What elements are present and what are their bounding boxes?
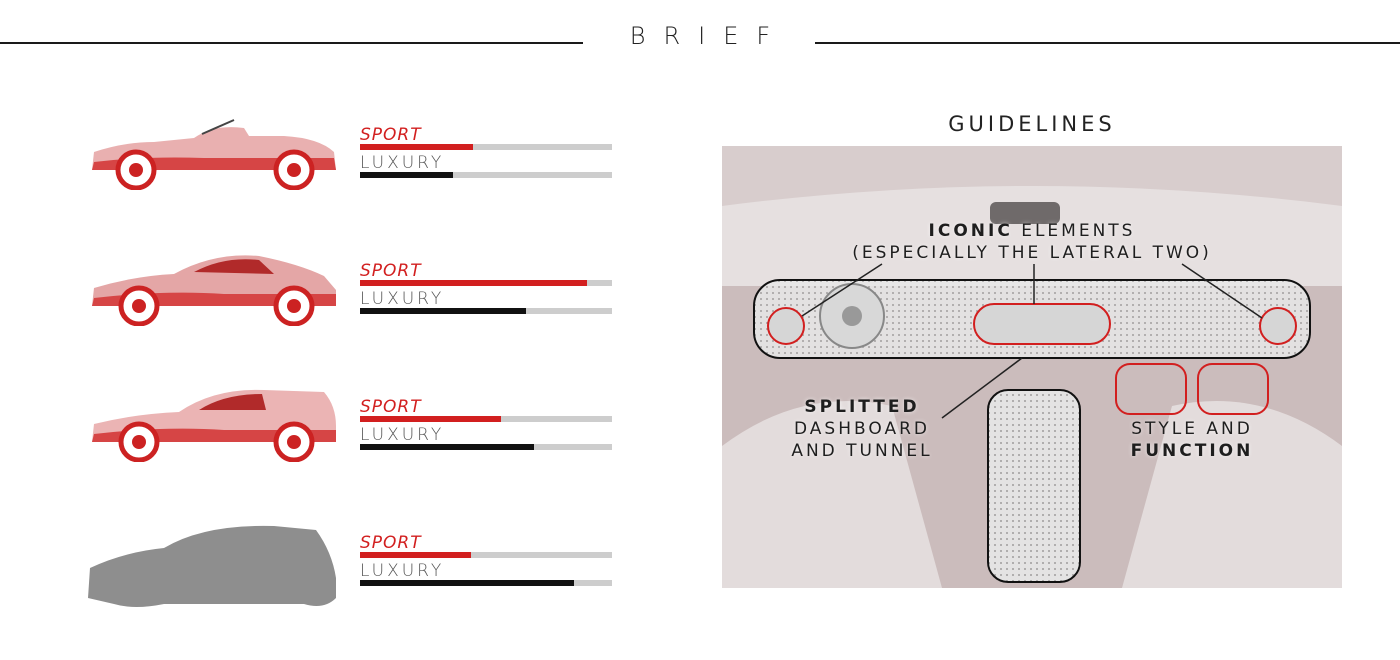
sport-bar <box>360 552 612 558</box>
rating-car-2: SPORT LUXURY <box>360 262 612 314</box>
style-line1: STYLE AND <box>1131 419 1253 439</box>
iconic-line2: (ESPECIALLY THE LATERAL TWO) <box>852 243 1212 263</box>
split-bold: SPLITTED <box>804 397 920 417</box>
sport-label: SPORT <box>360 397 422 417</box>
sport-bar <box>360 144 612 150</box>
rating-car-4: SPORT LUXURY <box>360 534 612 586</box>
iconic-rest: ELEMENTS <box>1012 221 1136 241</box>
luxury-bar <box>360 172 612 178</box>
luxury-label: LUXURY <box>360 153 445 173</box>
bar-fill <box>360 580 575 586</box>
split-line3: AND TUNNEL <box>791 441 933 461</box>
interior-image: ICONIC ELEMENTS (ESPECIALLY THE LATERAL … <box>722 146 1342 588</box>
bar-fill <box>360 172 454 178</box>
iconic-elements-annotation: ICONIC ELEMENTS (ESPECIALLY THE LATERAL … <box>822 220 1242 264</box>
style-function-annotation: STYLE AND FUNCTION <box>1112 418 1272 462</box>
luxury-bar <box>360 580 612 586</box>
header-rule-left <box>0 42 583 44</box>
bar-fill <box>360 444 534 450</box>
luxury-label: LUXURY <box>360 561 445 581</box>
split-line2: DASHBOARD <box>794 419 930 439</box>
bar-fill <box>360 308 527 314</box>
sport-bar <box>360 416 612 422</box>
sport-label: SPORT <box>360 125 422 145</box>
bar-fill <box>360 552 471 558</box>
rating-car-1: SPORT LUXURY <box>360 126 612 178</box>
luxury-bar <box>360 444 612 450</box>
car-convertible-image <box>84 112 344 190</box>
car-silhouette-image <box>84 522 344 610</box>
car-coupe-image <box>84 246 344 326</box>
sport-label: SPORT <box>360 533 422 553</box>
splitted-annotation: SPLITTED DASHBOARD AND TUNNEL <box>772 396 952 462</box>
luxury-label: LUXURY <box>360 425 445 445</box>
sport-bar <box>360 280 612 286</box>
guidelines-title: GUIDELINES <box>948 112 1116 136</box>
car-shooting-brake-image <box>84 382 344 462</box>
bar-fill <box>360 416 502 422</box>
page-title: BRIEF <box>629 22 789 50</box>
sport-label: SPORT <box>360 261 422 281</box>
luxury-bar <box>360 308 612 314</box>
bar-fill <box>360 280 587 286</box>
rating-car-3: SPORT LUXURY <box>360 398 612 450</box>
style-bold: FUNCTION <box>1130 441 1254 461</box>
luxury-label: LUXURY <box>360 289 445 309</box>
iconic-bold: ICONIC <box>928 221 1013 241</box>
bar-fill <box>360 144 474 150</box>
header-rule-right <box>815 42 1400 44</box>
